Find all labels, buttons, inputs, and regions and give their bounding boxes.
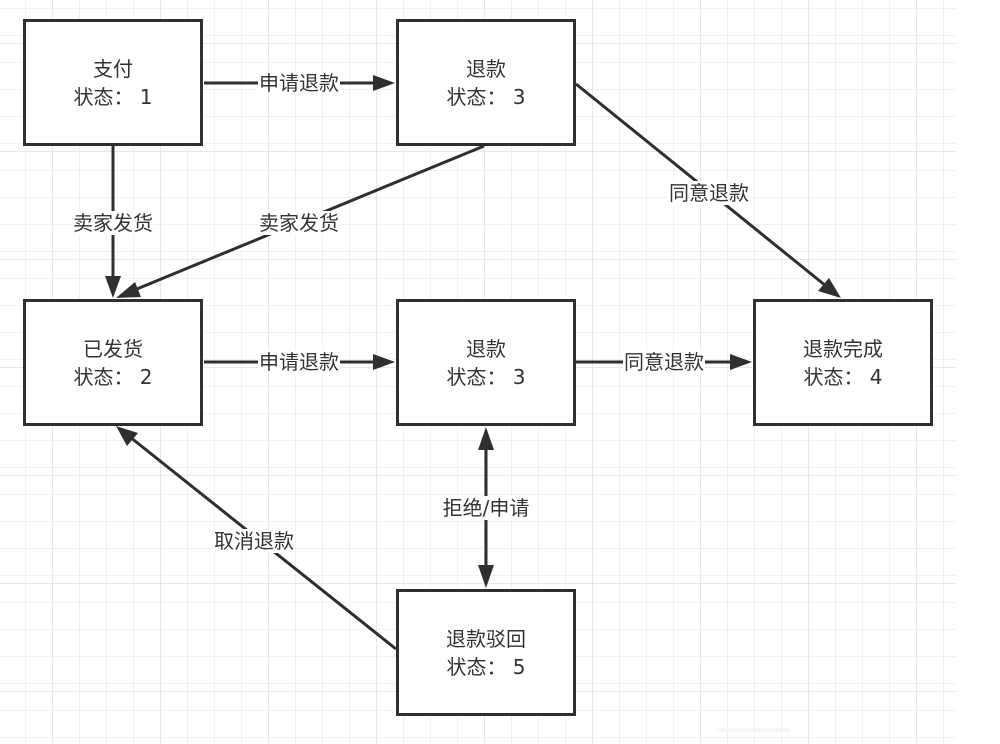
edge-label-seller-ship-diagonal: 卖家发货	[258, 211, 340, 235]
state-status: 状态： 1	[73, 84, 153, 109]
edge-label-cancel-refund: 取消退款	[213, 529, 295, 553]
state-title: 支付	[93, 56, 133, 81]
edge-label-apply-refund-top: 申请退款	[258, 71, 340, 95]
state-status: 状态： 3	[446, 84, 526, 109]
edge-label-agree-refund-diagonal: 同意退款	[668, 181, 750, 205]
state-title: 已发货	[83, 336, 143, 361]
state-node-paid[interactable]: 支付 状态： 1	[23, 19, 203, 146]
edge-label-seller-ship-left: 卖家发货	[72, 211, 154, 235]
state-status: 状态： 2	[73, 364, 153, 389]
state-title: 退款完成	[803, 336, 883, 361]
edge-label-reject-or-apply: 拒绝/申请	[441, 496, 531, 520]
state-title: 退款	[466, 336, 506, 361]
arrow-head-icon	[116, 282, 141, 298]
state-status: 状态： 4	[803, 364, 883, 389]
bottom-edge-artifact	[715, 728, 790, 732]
arrow-head-icon	[373, 75, 395, 91]
arrow-head-icon	[105, 276, 121, 298]
arrow-head-icon	[730, 354, 752, 370]
arrow-head-icon	[818, 278, 841, 298]
state-status: 状态： 5	[446, 654, 526, 679]
state-node-refund-complete[interactable]: 退款完成 状态： 4	[753, 299, 933, 426]
state-status: 状态： 3	[446, 364, 526, 389]
arrow-up-head-icon	[478, 427, 494, 450]
edge-label-apply-refund-middle: 申请退款	[258, 350, 340, 374]
state-node-shipped[interactable]: 已发货 状态： 2	[23, 299, 203, 426]
state-title: 退款驳回	[446, 626, 526, 651]
state-title: 退款	[466, 56, 506, 81]
arrow-head-icon	[373, 354, 395, 370]
state-node-refund-before-ship[interactable]: 退款 状态： 3	[396, 19, 576, 146]
state-node-refund-after-ship[interactable]: 退款 状态： 3	[396, 299, 576, 426]
edge-label-agree-refund-middle: 同意退款	[623, 350, 705, 374]
arrow-head-icon	[116, 426, 138, 446]
state-node-refund-rejected[interactable]: 退款驳回 状态： 5	[396, 589, 576, 716]
arrow-down-head-icon	[478, 565, 494, 588]
